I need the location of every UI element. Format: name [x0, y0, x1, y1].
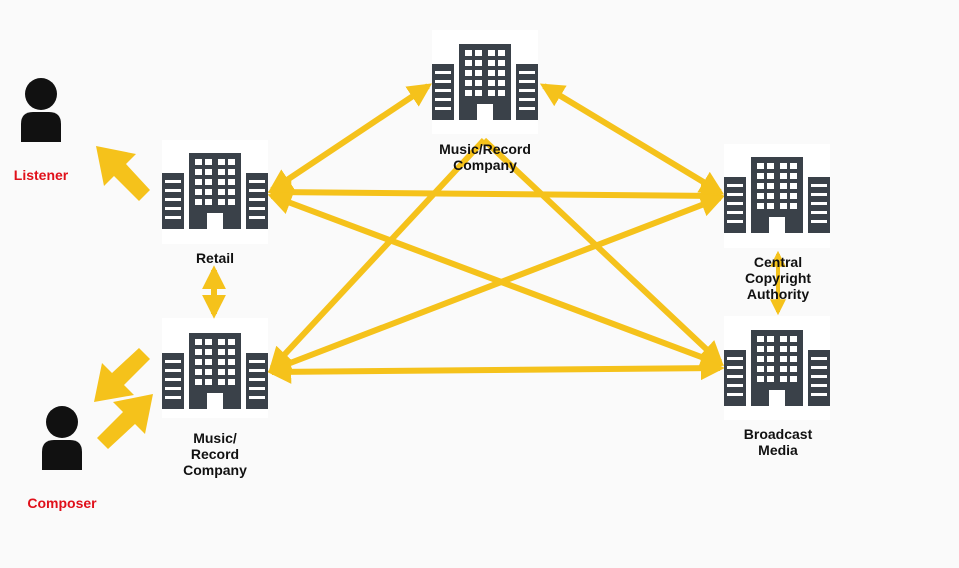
- central-copyright-label: Central Copyright Authority: [744, 254, 812, 302]
- music-top-label: Music/Record Company: [439, 141, 531, 173]
- composer-person-icon: [42, 406, 82, 470]
- arrow-composer-to-musicleft: [97, 394, 153, 449]
- broadcast-media-label: Broadcast Media: [743, 426, 813, 458]
- arrow-retail-central: [267, 180, 725, 208]
- composer-label: Composer: [27, 495, 97, 511]
- arrow-retail-to-listener: [96, 146, 150, 201]
- listener-label: Listener: [13, 167, 69, 183]
- arrow-musictop-central: [539, 83, 725, 195]
- arrow-musicleft-central: [267, 193, 725, 375]
- retail-label: Retail: [195, 250, 235, 266]
- arrow-retail-musictop: [268, 83, 432, 193]
- listener-person-icon: [21, 78, 61, 142]
- arrow-musictop-musicleft: [268, 137, 487, 372]
- arrow-musicleft-to-composer: [94, 348, 150, 402]
- music-left-label: Music/ Record Company: [183, 430, 247, 478]
- arrow-musicleft-broadcast: [267, 356, 725, 384]
